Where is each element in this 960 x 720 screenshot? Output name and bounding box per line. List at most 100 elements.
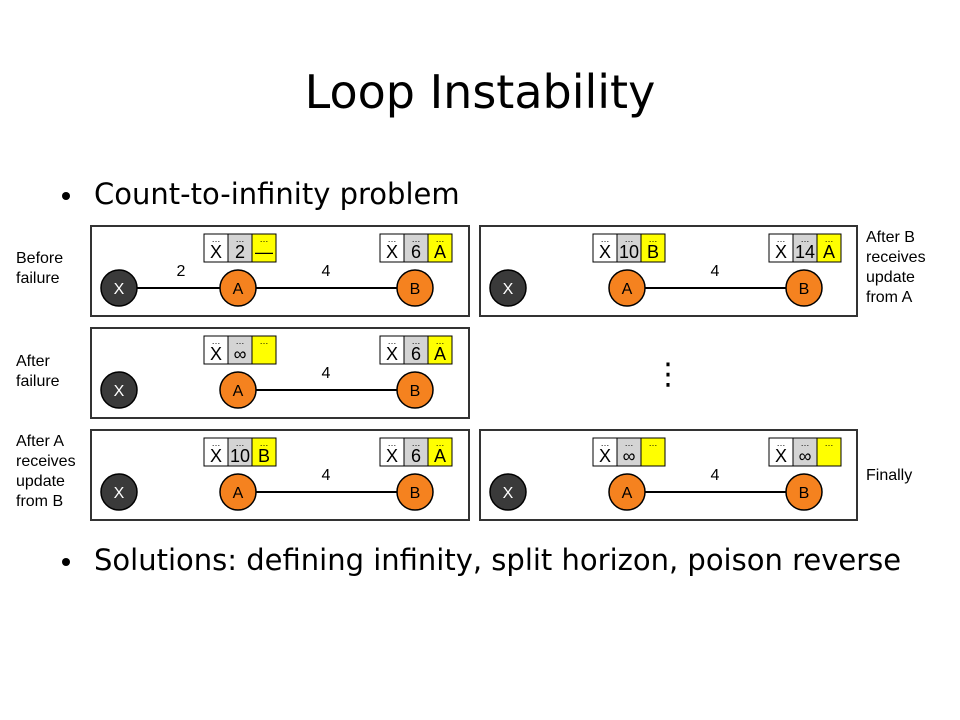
panel-after-a-receives-node-label-a: A — [233, 485, 244, 502]
panel-finally-node-label-b: B — [799, 485, 810, 502]
panel-after-a-receives-table-a-cell-0 — [203, 437, 229, 467]
panel-after-b-receives-table-a-cell-dots-1: … — [625, 234, 634, 244]
panel-finally-table-a-cell-value-0: X — [599, 446, 611, 466]
label-finally: Finally — [866, 467, 913, 484]
panel-before-failure-table-b-cell-value-2: A — [434, 242, 446, 262]
panel-after-a-receives-table-a-cell-value-2: B — [258, 446, 270, 466]
panel-after-failure-table-b-cell-dots-2: … — [436, 336, 445, 346]
panel-finally-link-ab-cost: 4 — [711, 467, 720, 484]
panel-after-b-receives-node-x — [489, 269, 527, 307]
panel-after-failure-table-a-cell-dots-0: … — [212, 336, 221, 346]
panel-after-failure-table-a-cell-0 — [203, 335, 229, 365]
panel-finally-table-b-cell-dots-1: … — [801, 438, 810, 448]
panel-after-b-receives-node-label-x: X — [503, 281, 514, 298]
panel-after-a-receives-node-label-b: B — [410, 485, 421, 502]
panel-after-a-receives-table-b-cell-dots-0: … — [388, 438, 397, 448]
panel-before-failure-node-x — [100, 269, 138, 307]
panel-before-failure-table-b-cell-2 — [427, 233, 453, 263]
panel-after-b-receives-table-a-cell-value-2: B — [647, 242, 659, 262]
panel-after-b-receives-table-a-cell-1 — [616, 233, 642, 263]
panel-after-failure-table-a-cell-value-0: X — [210, 344, 222, 364]
panel-after-a-receives-table-a-cell-dots-2: … — [260, 438, 269, 448]
panel-before-failure-table-b-cell-dots-1: … — [412, 234, 421, 244]
panel-after-a-receives-node-x — [100, 473, 138, 511]
panel-finally-table-a-cell-dots-2: … — [649, 438, 658, 448]
panel-before-failure-table-a-cell-value-1: 2 — [235, 242, 245, 262]
panel-after-b-receives-table-b-cell-value-1: 14 — [795, 242, 815, 262]
panel-before-failure-table-b-cell-value-0: X — [386, 242, 398, 262]
panel-before-failure-link-xa-cost: 2 — [177, 263, 186, 280]
panel-finally-table-b-cell-1 — [792, 437, 818, 467]
panel-before-failure-table-a-cell-dots-1: … — [236, 234, 245, 244]
panel-after-a-receives-table-a-cell-2 — [251, 437, 277, 467]
panel-before-failure-node-label-b: B — [410, 281, 421, 298]
panel-finally-table-b-cell-value-0: X — [775, 446, 787, 466]
panel-finally-node-a — [608, 473, 646, 511]
panel-after-a-receives-node-b — [396, 473, 434, 511]
panel-finally-table-b-cell-value-1: ∞ — [799, 446, 812, 466]
panel-after-a-receives-node-a — [219, 473, 257, 511]
panel-finally-node-label-a: A — [622, 485, 633, 502]
panel-before-failure-node-label-x: X — [114, 281, 125, 298]
panel-before-failure-link-ab-cost: 4 — [322, 263, 331, 280]
panel-after-a-receives-link-ab-cost: 4 — [322, 467, 331, 484]
bullet-count-to-infinity: Count-to-infinity problem — [62, 176, 762, 216]
panel-after-b-receives-table-a-cell-value-0: X — [599, 242, 611, 262]
panel-after-failure-table-b-cell-value-2: A — [434, 344, 446, 364]
panel-finally-node-label-x: X — [503, 485, 514, 502]
panel-before-failure-node-label-a: A — [233, 281, 244, 298]
panel-finally-table-b-cell-dots-0: … — [777, 438, 786, 448]
panel-after-b-receives-node-b — [785, 269, 823, 307]
panel-before-failure-table-a-cell-value-0: X — [210, 242, 222, 262]
slide-title: Loop Instability — [304, 65, 656, 119]
panel-after-failure-table-a-cell-value-1: ∞ — [234, 344, 247, 364]
panel-after-b-receives-table-a-cell-dots-0: … — [601, 234, 610, 244]
panel-after-failure-table-a-cell-2 — [251, 335, 277, 365]
panel-after-b-receives-table-b-cell-dots-0: … — [777, 234, 786, 244]
panel-after-b-receives-table-b-cell-value-0: X — [775, 242, 787, 262]
bullet-dot-icon — [62, 192, 70, 200]
panel-after-failure-table-b-cell-0 — [379, 335, 405, 365]
panel-before-failure-node-a — [219, 269, 257, 307]
panel-after-b-receives-node-label-a: A — [622, 281, 633, 298]
panel-after-a-receives-table-a-cell-value-1: 10 — [230, 446, 250, 466]
panel-before-failure-table-b-cell-dots-0: … — [388, 234, 397, 244]
panel-after-failure-node-label-b: B — [410, 383, 421, 400]
bullet-text: Count-to-infinity problem — [94, 177, 460, 211]
panel-after-b-receives-table-b-cell-2 — [816, 233, 842, 263]
panel-after-failure-node-label-a: A — [233, 383, 244, 400]
panel-after-failure-table-a-cell-dots-2: … — [260, 336, 269, 346]
panel-after-failure-node-x — [100, 371, 138, 409]
panel-finally-node-x — [489, 473, 527, 511]
panel-after-failure-node-a — [219, 371, 257, 409]
label-after-b-receives: After B receives update from A — [866, 229, 926, 306]
panel-after-failure-table-a-cell-dots-1: … — [236, 336, 245, 346]
panel-finally-table-a-cell-dots-0: … — [601, 438, 610, 448]
panel-after-b-receives-table-b-cell-dots-1: … — [801, 234, 810, 244]
panel-after-a-receives-table-a-cell-1 — [227, 437, 253, 467]
panel-before-failure-node-b — [396, 269, 434, 307]
panel-before-failure-table-a-cell-dots-0: … — [212, 234, 221, 244]
panel-after-b-receives-table-b-cell-value-2: A — [823, 242, 835, 262]
panel-after-failure-table-b-cell-dots-0: … — [388, 336, 397, 346]
panel-after-a-receives-table-a-cell-dots-1: … — [236, 438, 245, 448]
label-before-failure: Before failure — [16, 250, 64, 287]
panel-finally-table-b-cell-dots-2: … — [825, 438, 834, 448]
panel-finally-table-a-cell-value-1: ∞ — [623, 446, 636, 466]
panel-after-b-receives-table-b-cell-dots-2: … — [825, 234, 834, 244]
panel-before-failure-table-b-cell-dots-2: … — [436, 234, 445, 244]
panel-after-a-receives-table-b-cell-0 — [379, 437, 405, 467]
panel-finally-table-b-cell-2 — [816, 437, 842, 467]
panel-after-a-receives-node-label-x: X — [114, 485, 125, 502]
panel-after-a-receives-table-b-cell-value-2: A — [434, 446, 446, 466]
panel-after-failure-table-b-cell-value-1: 6 — [411, 344, 421, 364]
bullet-solutions: Solutions: defining infinity, split hori… — [62, 542, 922, 622]
panel-after-b-receives-node-label-b: B — [799, 281, 810, 298]
panel-after-a-receives-table-b-cell-value-1: 6 — [411, 446, 421, 466]
bullet-dot-icon — [62, 558, 70, 566]
panel-after-a-receives-table-a-cell-dots-0: … — [212, 438, 221, 448]
panel-after-b-receives-link-ab-cost: 4 — [711, 263, 720, 280]
panel-after-failure-table-b-cell-value-0: X — [386, 344, 398, 364]
panel-after-failure-table-b-cell-dots-1: … — [412, 336, 421, 346]
